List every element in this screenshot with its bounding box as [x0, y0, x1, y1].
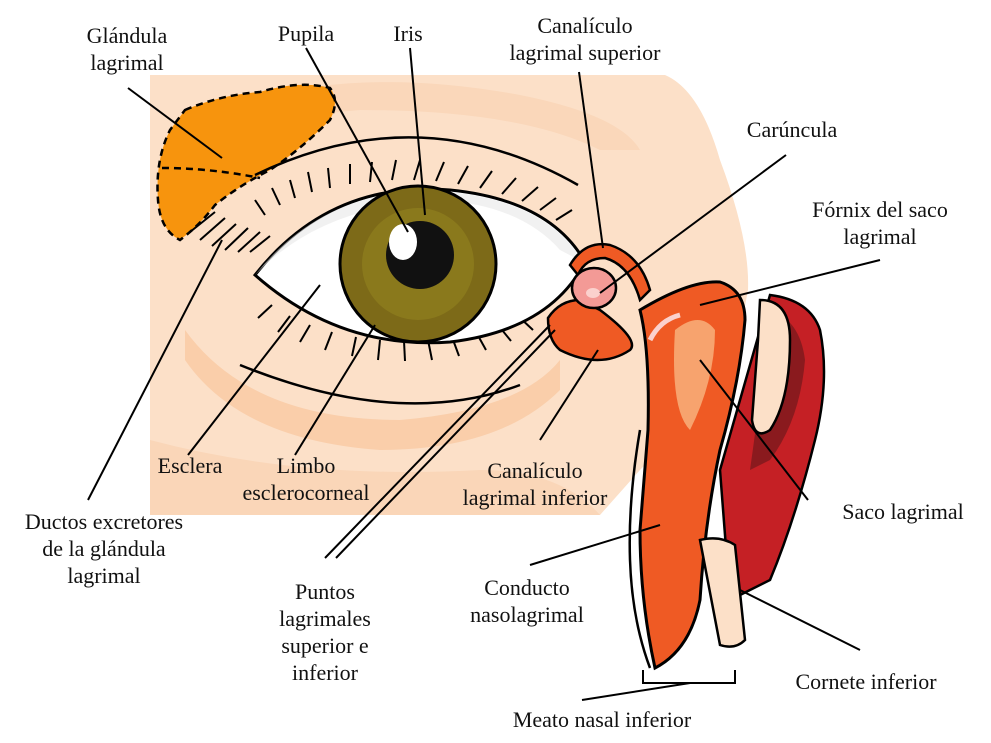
lacrimal-gland-shape [156, 83, 337, 242]
label-esclera: Esclera [157, 453, 223, 478]
label-caruncula: Carúncula [746, 117, 838, 142]
label-meato-nasal-inferior: Meato nasal inferior [512, 707, 692, 732]
label-saco-lagrimal: Saco lagrimal [842, 499, 964, 524]
label-pupila: Pupila [277, 21, 335, 46]
label-cornete-inferior: Cornete inferior [795, 669, 937, 694]
label-iris: Iris [393, 21, 423, 46]
lacrimal-sac [628, 280, 826, 671]
caruncle-shape [570, 266, 618, 310]
canaliculi [546, 242, 652, 362]
leader-lines [87, 47, 881, 701]
eyeball [252, 184, 587, 345]
upper-eyelashes [254, 159, 573, 221]
gland-ductules [189, 211, 271, 253]
